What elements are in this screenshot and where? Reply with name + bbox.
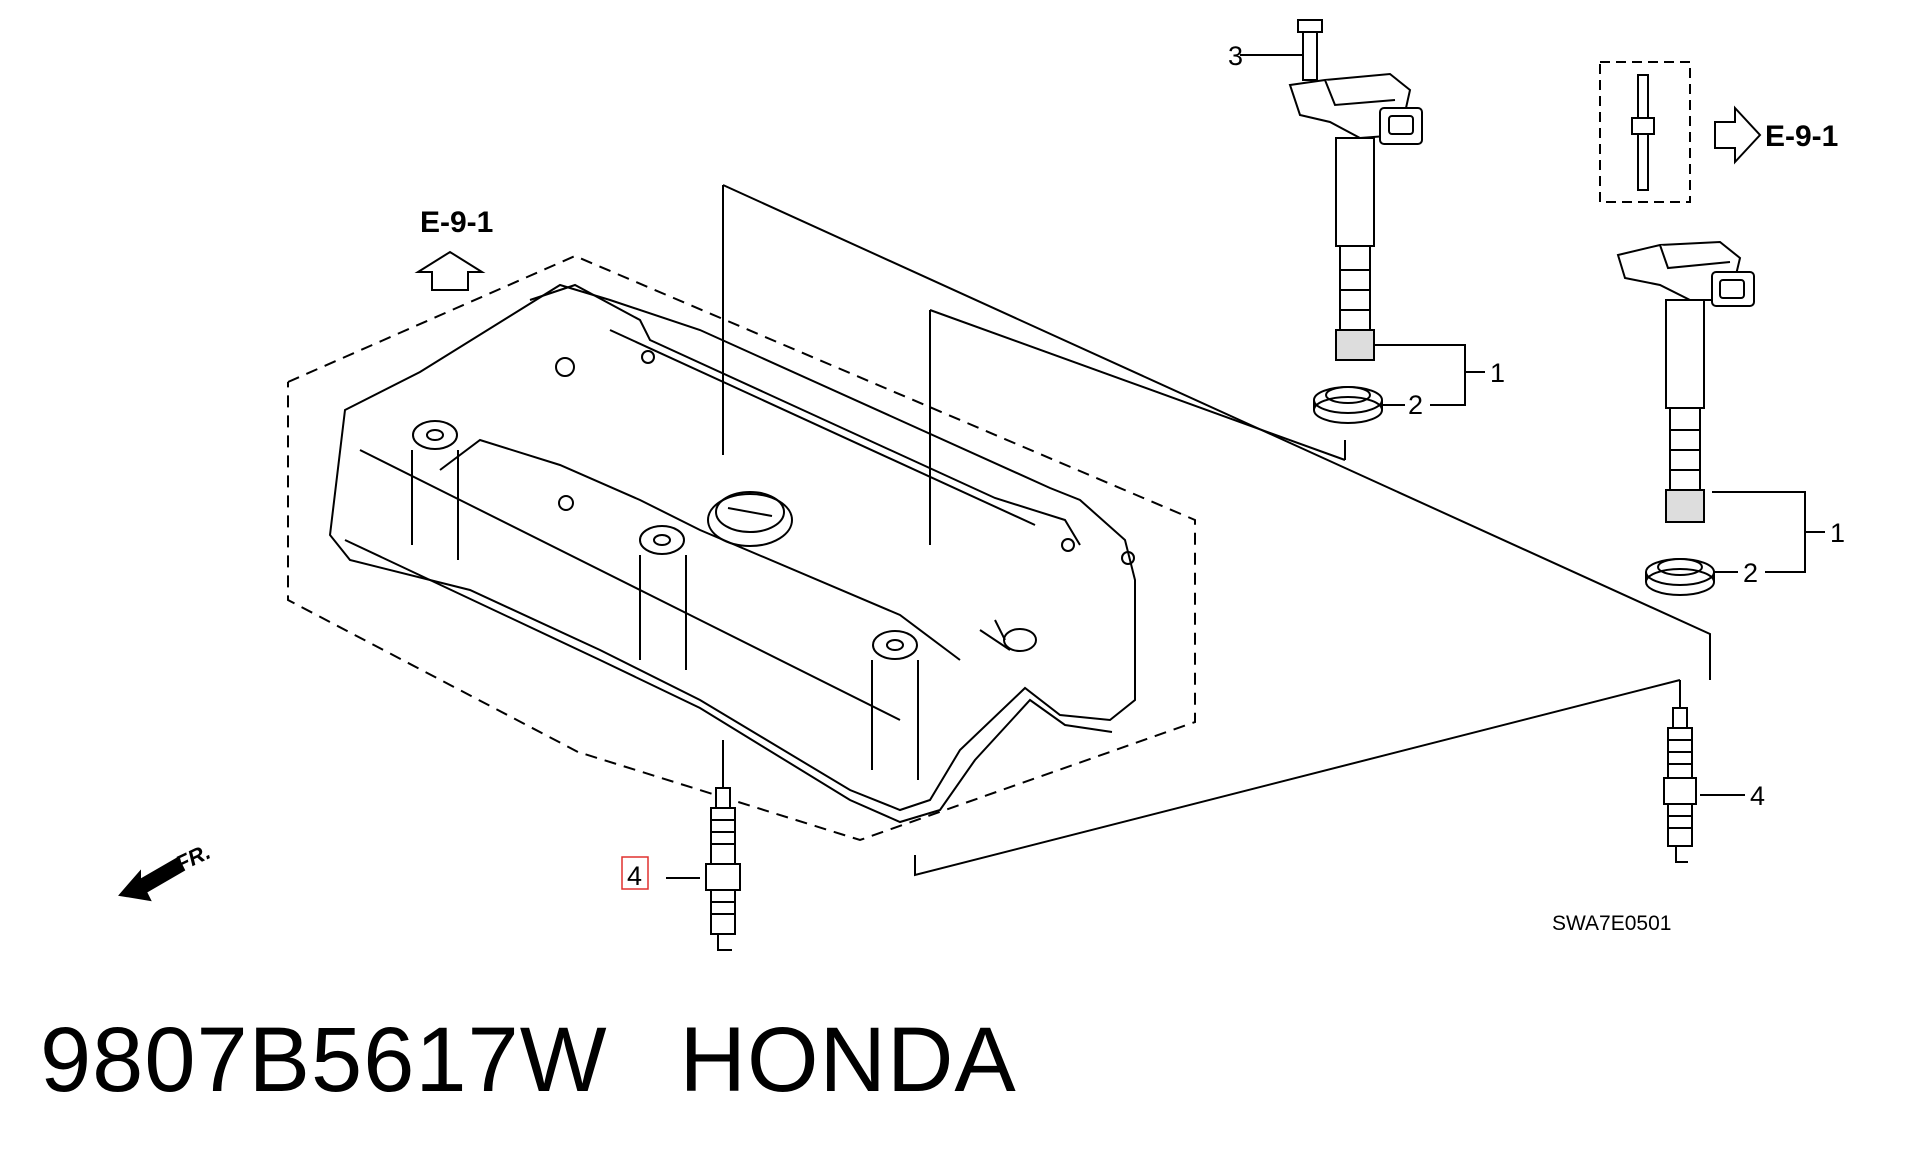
spark-plug-left	[705, 787, 741, 951]
callout-seal-right: 2	[1743, 558, 1758, 588]
front-arrow	[118, 856, 186, 902]
caption: 9807B5617W HONDA	[40, 1010, 1089, 1110]
callout-spark-plug-right: 4	[1750, 781, 1765, 811]
breather-tube	[1003, 628, 1037, 652]
part-number: 9807B5617W	[40, 1009, 608, 1111]
oil-filler-cap	[707, 493, 793, 547]
drawing-code: SWA7E0501	[1552, 912, 1671, 935]
reference-arrow-up	[414, 250, 486, 291]
reference-label-left: E-9-1	[420, 206, 493, 239]
leader-lines	[666, 54, 1825, 879]
callout-coil-bolt: 3	[1228, 41, 1243, 71]
brand-name: HONDA	[679, 1009, 1017, 1111]
valve-cover	[287, 254, 1196, 842]
reference-label-right: E-9-1	[1765, 120, 1838, 153]
stud-dashed-box	[1599, 61, 1691, 203]
reference-arrow-right	[1714, 105, 1762, 165]
plug-well-2	[639, 525, 685, 555]
callout-coil-right: 1	[1830, 518, 1845, 548]
callout-spark-plug-left: 4	[627, 861, 642, 891]
callout-seal-left: 2	[1408, 390, 1423, 420]
ignition-coil-left	[1288, 19, 1423, 424]
plug-well-3	[872, 630, 918, 660]
spark-plug-right	[1663, 707, 1697, 863]
ignition-coil-right	[1599, 61, 1755, 596]
callout-highlight-box	[621, 856, 649, 890]
cover-body-outline	[328, 283, 1136, 812]
callout-coil-left: 1	[1490, 358, 1505, 388]
plug-well-1	[412, 420, 458, 450]
cover-dashed-outline	[287, 254, 1196, 842]
